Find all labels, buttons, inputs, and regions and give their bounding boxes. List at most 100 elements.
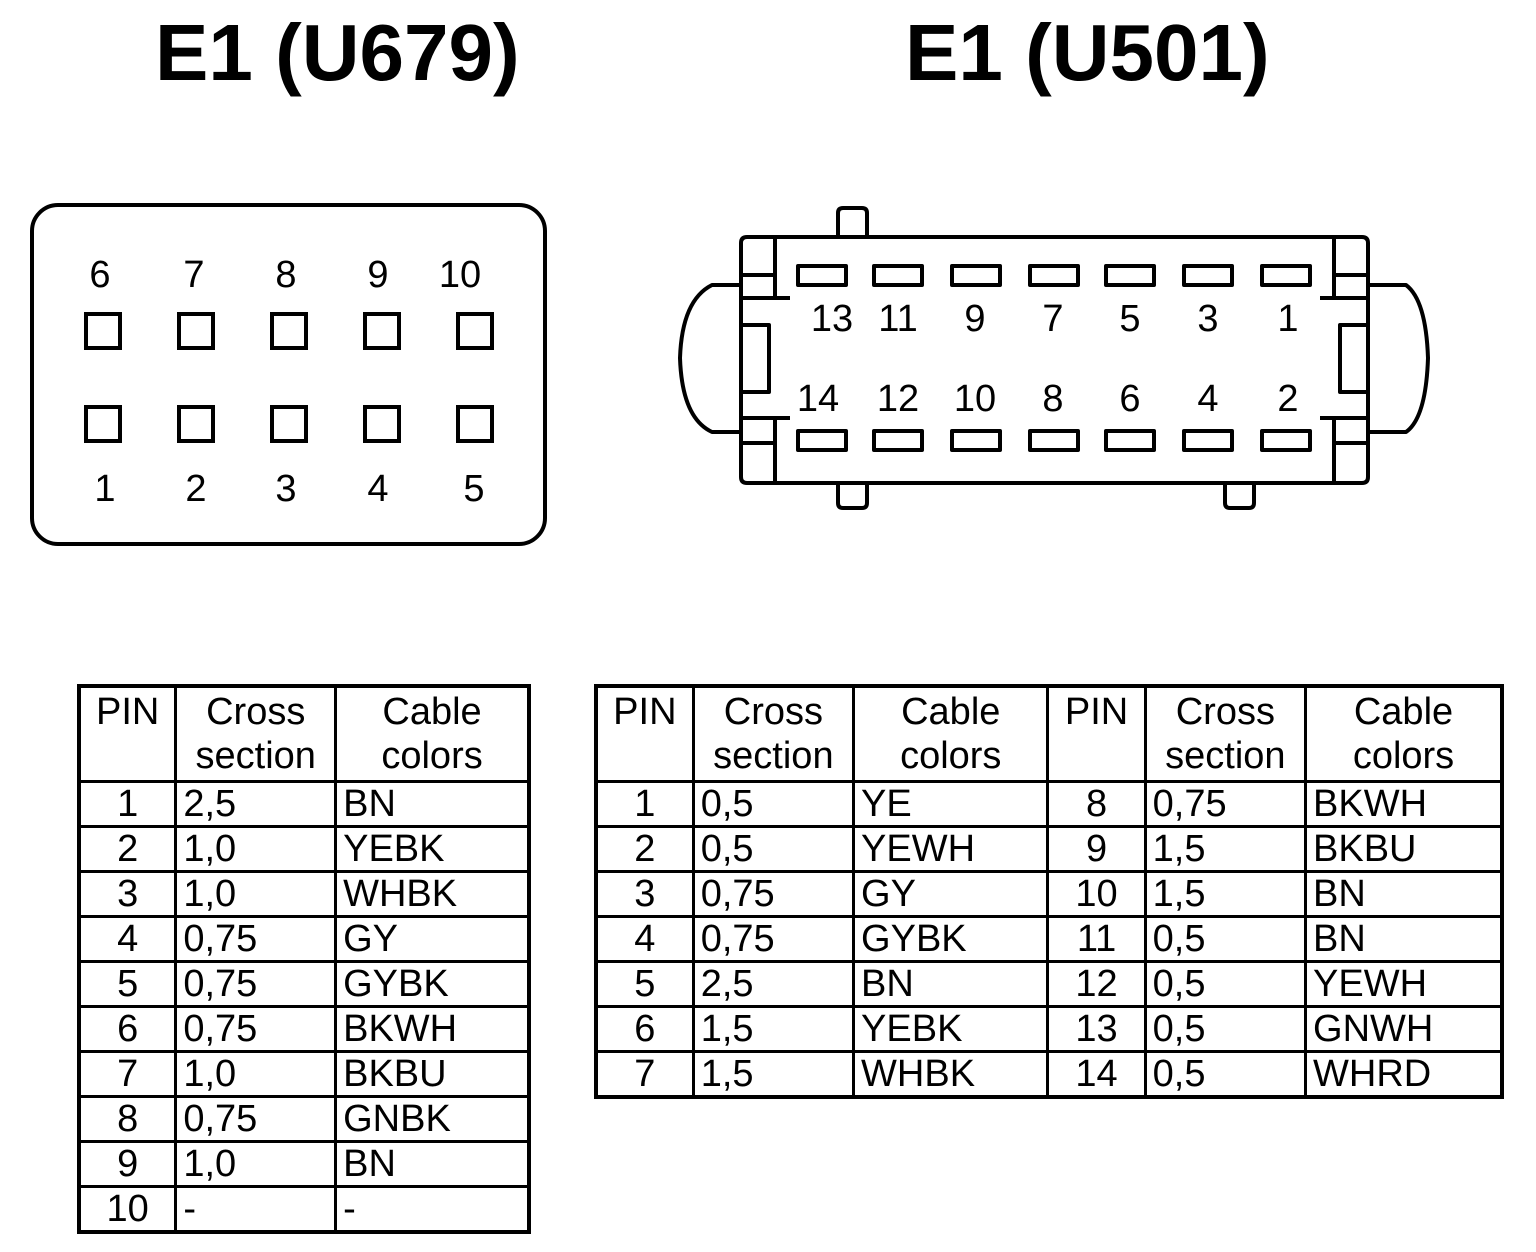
cable-color-cell: YEWH: [1304, 960, 1504, 1008]
pin-number-cell: 4: [594, 915, 695, 963]
pin-label: 6: [1119, 378, 1140, 420]
latch-right: [1368, 283, 1430, 434]
pin-socket: [84, 405, 122, 443]
pin-label: 2: [1277, 378, 1298, 420]
pin-number-cell: 2: [77, 825, 178, 873]
cross-section-cell: 0,75: [691, 915, 856, 963]
cross-section-cell: 2,5: [691, 960, 856, 1008]
pin-number-cell: 7: [594, 1050, 695, 1099]
connector-u501-diagram: 13 11 9 7 5 3 1 14 12 10 8 6 4 2: [678, 206, 1430, 510]
cross-section-cell: 1,5: [1143, 825, 1308, 873]
pin-label: 1: [1277, 298, 1298, 340]
pin-number-cell: 14: [1046, 1050, 1147, 1099]
pin-socket: [177, 312, 215, 350]
header-pin: PIN: [1046, 684, 1147, 783]
cross-section-cell: 0,75: [174, 1095, 338, 1143]
cable-color-cell: BKBU: [1304, 825, 1504, 873]
pin-number-cell: 5: [594, 960, 695, 1008]
cross-section-cell: 1,0: [174, 1050, 338, 1098]
cross-section-cell: 0,75: [691, 870, 856, 918]
pin-socket: [456, 312, 494, 350]
pin-number-cell: 9: [77, 1140, 178, 1188]
pin-label: 10: [438, 254, 482, 296]
cable-color-cell: YE: [852, 780, 1050, 828]
corner-block: [741, 237, 777, 277]
pin-label: 4: [1197, 378, 1218, 420]
pin-socket: [270, 312, 308, 350]
pin-socket: [363, 405, 401, 443]
pin-number-cell: 5: [77, 960, 178, 1008]
pin-label: 3: [275, 468, 297, 510]
contact-slot: [872, 264, 924, 287]
cable-color-cell: BKWH: [334, 1005, 531, 1053]
cross-section-cell: 1,5: [691, 1005, 856, 1053]
pin-number-cell: 4: [77, 915, 178, 963]
connector-body: [739, 235, 1370, 485]
pin-label: 13: [811, 298, 853, 340]
pin-label: 12: [877, 378, 919, 420]
contact-slot: [950, 264, 1002, 287]
pin-number-cell: 6: [77, 1005, 178, 1053]
pin-number-cell: 3: [594, 870, 695, 918]
cable-color-cell: BN: [334, 1140, 531, 1188]
contact-slot: [950, 429, 1002, 452]
cable-color-cell: BN: [334, 780, 531, 828]
pin-socket: [177, 405, 215, 443]
table-row: 10--: [77, 1185, 531, 1234]
cross-section-cell: 1,0: [174, 870, 338, 918]
cable-color-cell: GNBK: [334, 1095, 531, 1143]
cross-section-cell: 0,5: [691, 825, 856, 873]
pin-label: 8: [275, 254, 297, 296]
cross-section-cell: 0,5: [691, 780, 856, 828]
pin-number-cell: 12: [1046, 960, 1147, 1008]
pin-number-cell: 8: [77, 1095, 178, 1143]
connector-tab: [836, 206, 869, 237]
cross-section-cell: 1,5: [691, 1050, 856, 1099]
cable-color-cell: GYBK: [852, 915, 1050, 963]
contact-slot: [872, 429, 924, 452]
pin-label: 9: [964, 298, 985, 340]
cable-color-cell: BN: [1304, 870, 1504, 918]
cross-section-cell: 1,0: [174, 1140, 338, 1188]
latch-left: [678, 283, 741, 434]
cable-color-cell: GYBK: [334, 960, 531, 1008]
corner-block: [1332, 441, 1368, 483]
pin-label: 7: [183, 254, 205, 296]
pin-socket: [270, 405, 308, 443]
cable-color-cell: GNWH: [1304, 1005, 1504, 1053]
pin-label: 6: [89, 254, 111, 296]
cable-color-cell: WHRD: [1304, 1050, 1504, 1099]
pin-number-cell: 9: [1046, 825, 1147, 873]
pin-number-cell: 2: [594, 825, 695, 873]
cross-section-cell: 1,0: [174, 825, 338, 873]
connector-tab: [1223, 483, 1256, 510]
cable-color-cell: BKWH: [1304, 780, 1504, 828]
pin-label: 7: [1042, 298, 1063, 340]
cross-section-cell: 0,5: [1143, 960, 1308, 1008]
cable-color-cell: WHBK: [334, 870, 531, 918]
cross-section-cell: 0,75: [1143, 780, 1308, 828]
pin-label: 14: [797, 378, 839, 420]
corner-block: [1332, 237, 1368, 277]
cross-section-cell: -: [174, 1185, 338, 1234]
pin-label: 11: [878, 298, 917, 340]
pin-number-cell: 6: [594, 1005, 695, 1053]
pin-number-cell: 3: [77, 870, 178, 918]
